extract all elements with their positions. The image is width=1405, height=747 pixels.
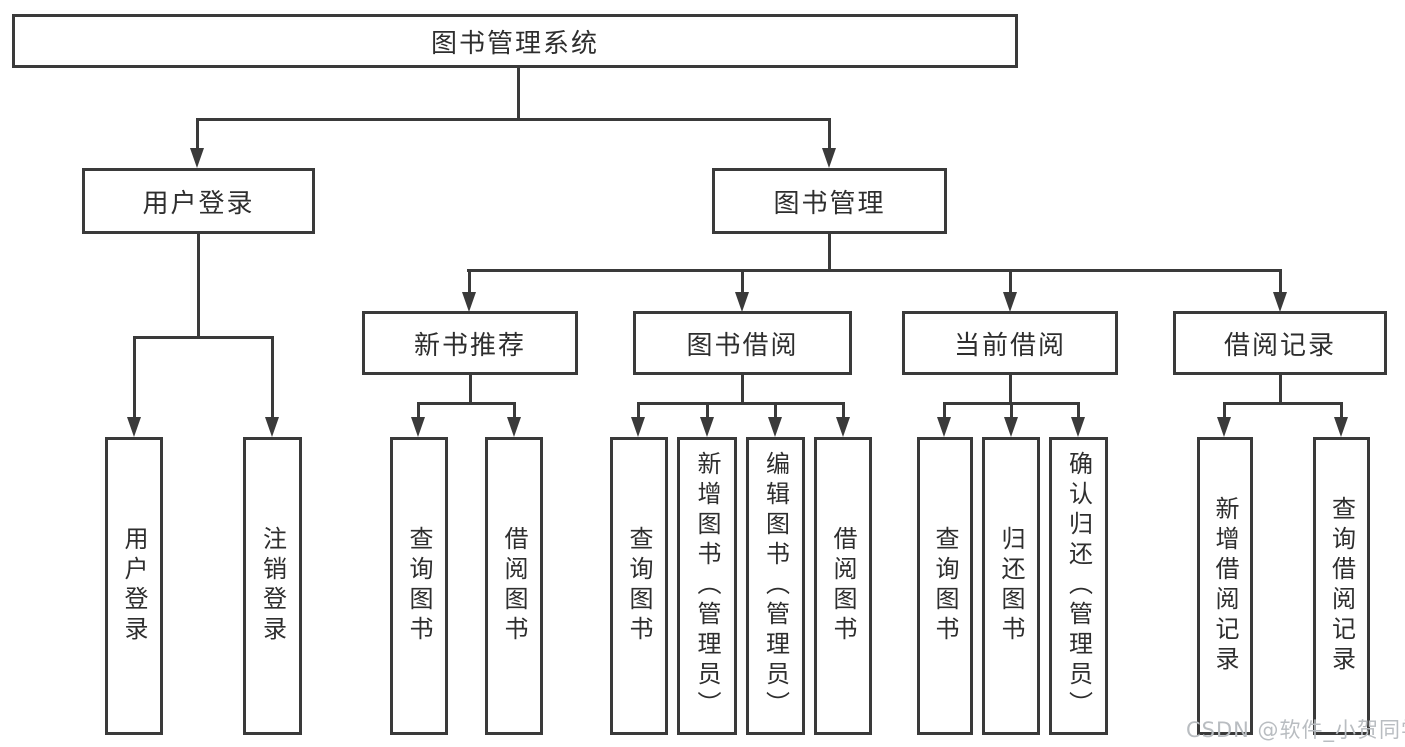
node-label: 借阅图书 <box>829 526 857 646</box>
node-current-borrowing: 当前借阅 <box>902 311 1118 375</box>
node-book-borrowing: 图书借阅 <box>633 311 852 375</box>
connector-line <box>417 402 420 419</box>
arrow-down-icon <box>836 417 850 437</box>
node-label: 图书借阅 <box>686 330 799 361</box>
connector-line <box>828 118 831 152</box>
node-label: 编辑图书（管理员） <box>761 451 790 721</box>
connector-line <box>1279 373 1282 405</box>
connector-line <box>842 402 845 419</box>
leaf-borrow-books: 借阅图书 <box>814 437 872 735</box>
node-label: 用户登录 <box>142 188 255 219</box>
node-label: 图书管理系统 <box>430 28 599 59</box>
node-label: 新书推荐 <box>413 330 526 361</box>
leaf-edit-books-admin: 编辑图书（管理员） <box>746 437 805 735</box>
leaf-query-books-current: 查询图书 <box>917 437 973 735</box>
leaf-query-borrow-record: 查询借阅记录 <box>1313 437 1370 735</box>
connector-line <box>1224 402 1342 405</box>
node-label: 借阅记录 <box>1223 330 1336 361</box>
arrow-down-icon <box>735 292 749 312</box>
arrow-down-icon <box>768 417 782 437</box>
connector-line <box>774 402 777 419</box>
connector-line <box>1009 373 1012 405</box>
connector-line <box>197 118 831 121</box>
node-user-login: 用户登录 <box>82 168 315 234</box>
arrow-down-icon <box>462 292 476 312</box>
connector-line <box>271 336 274 419</box>
leaf-confirm-return-admin: 确认归还（管理员） <box>1049 437 1108 735</box>
arrow-down-icon <box>822 148 836 168</box>
connector-line <box>134 336 274 339</box>
node-label: 新增借阅记录 <box>1211 496 1239 676</box>
arrow-down-icon <box>411 417 425 437</box>
node-label: 查询图书 <box>625 526 653 646</box>
connector-line <box>1340 402 1343 419</box>
arrow-down-icon <box>1217 417 1231 437</box>
connector-line <box>418 402 515 405</box>
node-label: 查询图书 <box>405 526 433 646</box>
connector-line <box>943 402 946 419</box>
arrow-down-icon <box>1273 292 1287 312</box>
connector-line <box>133 336 136 419</box>
connector-line <box>469 373 472 405</box>
arrow-down-icon <box>1334 417 1348 437</box>
node-label: 注销登录 <box>258 526 287 646</box>
connector-line <box>741 373 744 405</box>
leaf-logout: 注销登录 <box>243 437 302 735</box>
leaf-add-borrow-record: 新增借阅记录 <box>1197 437 1253 735</box>
arrow-down-icon <box>1071 417 1085 437</box>
connector-line <box>706 402 709 419</box>
connector-line <box>517 66 520 120</box>
arrow-down-icon <box>1004 417 1018 437</box>
connector-line <box>513 402 516 419</box>
arrow-down-icon <box>631 417 645 437</box>
leaf-user-login: 用户登录 <box>105 437 163 735</box>
node-borrowing-records: 借阅记录 <box>1173 311 1387 375</box>
node-book-management: 图书管理 <box>712 168 947 234</box>
node-label: 归还图书 <box>997 526 1025 646</box>
node-label: 查询借阅记录 <box>1327 496 1356 676</box>
connector-line <box>1223 402 1226 419</box>
connector-line <box>1279 269 1282 294</box>
leaf-add-books-admin: 新增图书（管理员） <box>677 437 737 735</box>
arrow-down-icon <box>700 417 714 437</box>
node-label: 当前借阅 <box>953 330 1066 361</box>
connector-line <box>638 402 844 405</box>
connector-line <box>196 118 199 152</box>
connector-line <box>741 269 744 294</box>
node-label: 新增图书（管理员） <box>693 451 721 721</box>
leaf-query-books-borrow: 查询图书 <box>610 437 668 735</box>
connector-line <box>637 402 640 419</box>
csdn-watermark: CSDN @软件_小贺同学 <box>1186 718 1405 742</box>
arrow-down-icon <box>127 417 141 437</box>
leaf-borrow-books-recommend: 借阅图书 <box>485 437 543 735</box>
node-label: 确认归还（管理员） <box>1064 451 1093 721</box>
arrow-down-icon <box>190 148 204 168</box>
arrow-down-icon <box>1003 292 1017 312</box>
node-label: 用户登录 <box>120 526 148 646</box>
node-label: 图书管理 <box>773 188 886 219</box>
connector-line <box>828 232 831 271</box>
leaf-query-books-recommend: 查询图书 <box>390 437 448 735</box>
arrow-down-icon <box>507 417 521 437</box>
connector-line <box>1010 402 1013 419</box>
node-root-system: 图书管理系统 <box>12 14 1018 68</box>
node-label: 借阅图书 <box>500 526 528 646</box>
connector-line <box>1077 402 1080 419</box>
node-new-book-recommend: 新书推荐 <box>362 311 578 375</box>
arrow-down-icon <box>937 417 951 437</box>
leaf-return-books: 归还图书 <box>982 437 1040 735</box>
arrow-down-icon <box>265 417 279 437</box>
connector-line <box>468 269 471 294</box>
node-label: 查询图书 <box>931 526 959 646</box>
connector-line <box>1009 269 1012 294</box>
connector-line <box>197 232 200 338</box>
connector-line <box>467 269 1282 272</box>
